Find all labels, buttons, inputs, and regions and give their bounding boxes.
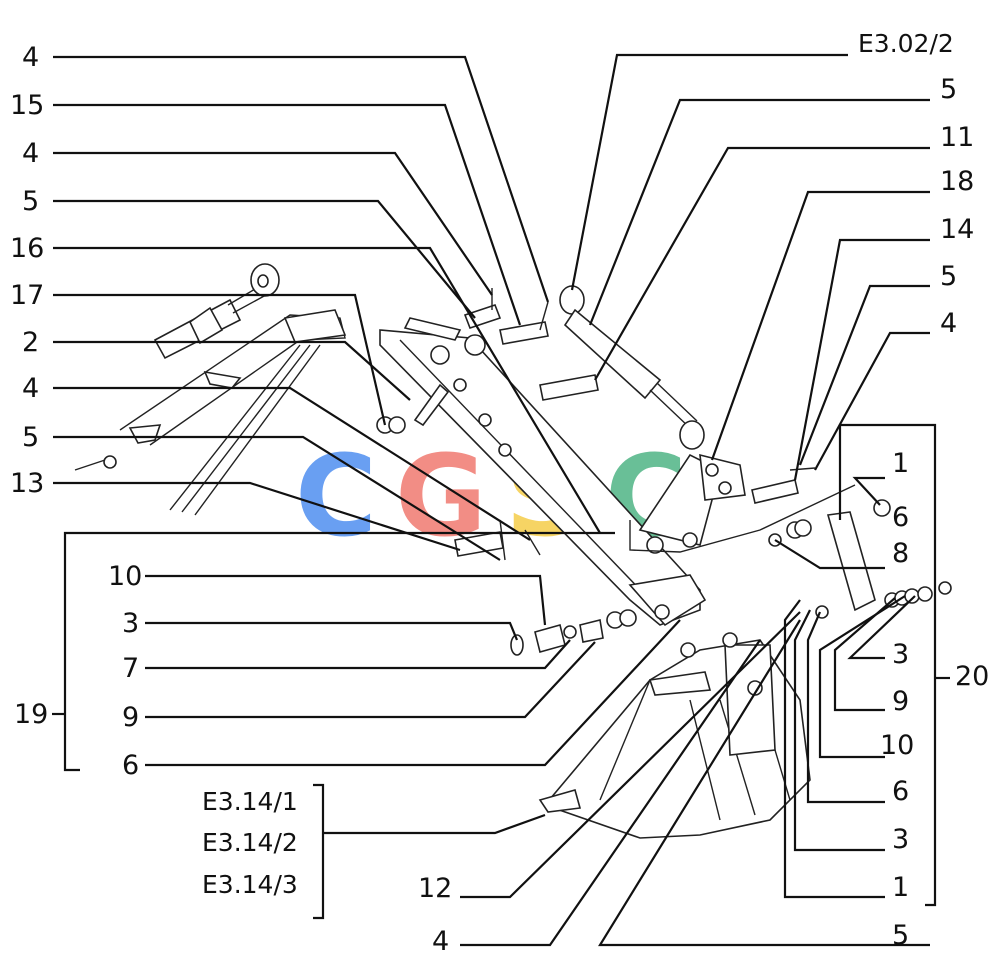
- left-frame: [74, 309, 347, 516]
- callout-right-12: 10: [880, 730, 914, 761]
- callout-right-10: 3: [892, 639, 909, 670]
- callout-left-12: 3: [122, 608, 139, 639]
- callout-left-15: 6: [122, 750, 139, 781]
- callout-right-1: 5: [940, 74, 957, 105]
- bottom-labels: E3.14/1 E3.14/2 E3.14/3 12 4: [202, 787, 452, 957]
- callout-right-4: 14: [940, 214, 974, 245]
- right-small-parts: [768, 499, 952, 619]
- reference-bucket-2: E3.14/2: [202, 828, 298, 857]
- right-cylinder: [559, 285, 705, 450]
- callout-right-5: 5: [940, 261, 957, 292]
- callout-right-8: 6: [892, 502, 909, 533]
- callout-right-6: 4: [940, 308, 957, 339]
- watermark-letter-1: C: [295, 432, 377, 562]
- group-label-left: 19: [14, 699, 48, 730]
- pins: [376, 288, 599, 561]
- callout-bottom-2: 4: [432, 926, 449, 957]
- linkage: [629, 453, 856, 554]
- callout-left-9: 5: [22, 422, 39, 453]
- reference-top-right: E3.02/2: [858, 29, 954, 58]
- reference-bucket-3: E3.14/3: [202, 870, 298, 899]
- callout-right-15: 1: [892, 872, 909, 903]
- callout-right-13: 6: [892, 776, 909, 807]
- callout-left-4: 5: [22, 186, 39, 217]
- left-cylinder: [153, 263, 280, 360]
- callout-right-2: 11: [940, 122, 974, 153]
- callout-left-13: 7: [122, 653, 139, 684]
- left-labels: 4 15 4 5 16 17 2 4 5 13 10 3 7 9 6 19: [10, 42, 142, 781]
- callout-left-5: 16: [10, 233, 44, 264]
- callout-left-1: 4: [22, 42, 39, 73]
- leader-lines: [52, 53, 950, 947]
- group-label-right: 20: [955, 661, 989, 692]
- callout-left-7: 2: [22, 327, 39, 358]
- callout-right-3: 18: [940, 166, 974, 197]
- callout-bottom-1: 12: [418, 873, 452, 904]
- reference-bucket-1: E3.14/1: [202, 787, 298, 816]
- callout-left-11: 10: [108, 561, 142, 592]
- callout-right-16: 5: [892, 920, 909, 951]
- callout-left-3: 4: [22, 138, 39, 169]
- callout-left-14: 9: [122, 702, 139, 733]
- main-arm: [379, 317, 707, 627]
- callout-left-2: 15: [10, 90, 44, 121]
- callout-right-14: 3: [892, 824, 909, 855]
- callout-right-9: 8: [892, 538, 909, 569]
- callout-left-8: 4: [22, 373, 39, 404]
- callout-left-10: 13: [10, 468, 44, 499]
- callout-right-7: 1: [892, 448, 909, 479]
- right-labels: E3.02/2 5 11 18 14 5 4 1 6 8 3 9 10 6 3 …: [858, 29, 989, 951]
- callout-right-11: 9: [892, 686, 909, 717]
- callout-left-6: 17: [10, 280, 44, 311]
- bushings: [510, 609, 637, 656]
